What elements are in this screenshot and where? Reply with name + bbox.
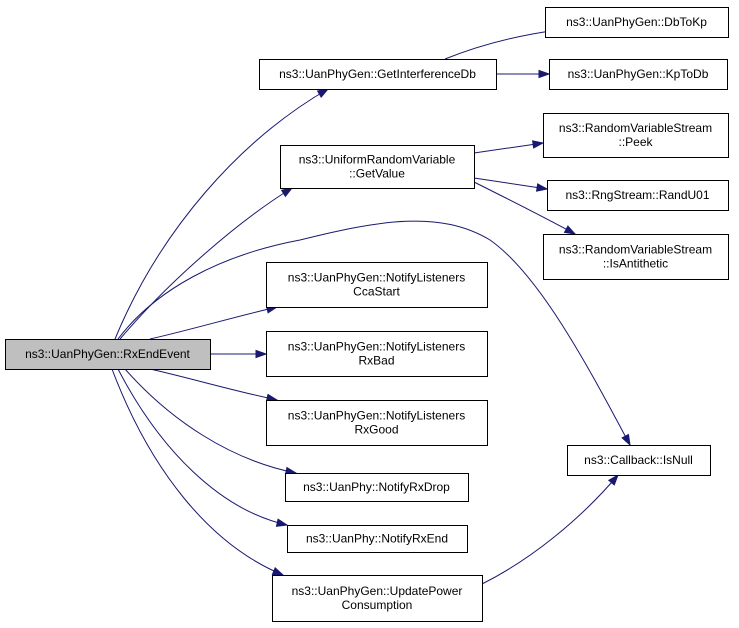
- edge-line: [124, 368, 297, 474]
- edge-line: [473, 142, 544, 154]
- edge-line: [117, 220, 631, 446]
- node-kp-to-db[interactable]: ns3::UanPhyGen::KpToDb: [549, 59, 728, 90]
- node-label: ns3::UanPhyGen::UpdatePower: [292, 584, 463, 598]
- node-label: ns3::UanPhyGen::NotifyListeners: [288, 409, 465, 423]
- node-box: [266, 400, 488, 446]
- node-box: [567, 445, 711, 476]
- arrowhead-icon: [538, 69, 551, 79]
- edge-line: [149, 368, 278, 401]
- edge-line: [481, 474, 619, 585]
- node-box: [259, 59, 497, 90]
- node-box: [266, 262, 488, 308]
- arrowhead-icon: [607, 473, 619, 486]
- node-label: ns3::UanPhyGen::DbToKp: [566, 15, 707, 29]
- node-label: ns3::UanPhy::NotifyRxEnd: [306, 532, 448, 546]
- node-db-to-kp[interactable]: ns3::UanPhyGen::DbToKp: [545, 7, 729, 38]
- node-box: [266, 331, 488, 377]
- edge-line: [114, 88, 329, 340]
- node-label: ::IsAntithetic: [603, 257, 668, 271]
- arrowhead-icon: [535, 183, 549, 192]
- edge-rx-end-event-to-update-power: [111, 368, 285, 576]
- node-box: [5, 339, 211, 370]
- node-label: ns3::UanPhyGen::NotifyListeners: [288, 340, 465, 354]
- node-box: [547, 180, 729, 211]
- node-label: ns3::UanPhyGen::NotifyListeners: [288, 271, 465, 285]
- node-rng-rand-u01[interactable]: ns3::RngStream::RandU01: [547, 180, 729, 211]
- arrowhead-icon: [316, 88, 330, 99]
- node-label: Consumption: [342, 598, 413, 612]
- edge-rx-end-event-to-notify-rx-end: [117, 368, 289, 527]
- node-box: [272, 575, 483, 622]
- node-label: ::Peek: [618, 135, 653, 149]
- edge-rx-end-event-to-notify-rx-good: [149, 368, 279, 403]
- node-box: [543, 234, 729, 280]
- edge-rx-end-event-to-callback-is-null: [117, 220, 631, 447]
- node-box: [285, 473, 469, 502]
- edge-rx-end-event-to-notify-rx-bad: [210, 349, 268, 359]
- node-label: ns3::RngStream::RandU01: [565, 188, 709, 202]
- edge-rx-end-event-to-uniform-get-value: [119, 187, 294, 340]
- node-box: [549, 59, 728, 90]
- edge-uniform-get-value-to-rvs-is-antithetic: [473, 181, 577, 235]
- node-rx-end-event[interactable]: ns3::UanPhyGen::RxEndEvent: [5, 339, 211, 370]
- node-notify-rx-end[interactable]: ns3::UanPhy::NotifyRxEnd: [287, 525, 468, 553]
- node-label: ns3::UanPhyGen::KpToDb: [568, 67, 709, 81]
- node-box: [287, 525, 468, 553]
- node-uniform-get-value[interactable]: ns3::UniformRandomVariable::GetValue: [280, 145, 475, 189]
- node-rvs-peek[interactable]: ns3::RandomVariableStream::Peek: [543, 113, 729, 158]
- edge-line: [119, 187, 293, 340]
- edge-update-power-to-callback-is-null: [481, 473, 619, 585]
- node-label: ns3::Callback::IsNull: [584, 453, 693, 467]
- arrowhead-icon: [621, 433, 631, 447]
- node-rvs-is-antithetic[interactable]: ns3::RandomVariableStream::IsAntithetic: [543, 234, 729, 280]
- arrowhead-icon: [271, 566, 285, 576]
- node-label: ns3::UanPhyGen::GetInterferenceDb: [279, 67, 476, 81]
- edge-get-interference-db-to-db-to-kp: [444, 27, 560, 60]
- arrowhead-icon: [275, 518, 289, 527]
- edge-line: [117, 368, 288, 526]
- arrowhead-icon: [280, 187, 294, 198]
- arrowhead-icon: [531, 140, 545, 149]
- node-label: ns3::UniformRandomVariable: [299, 153, 456, 167]
- node-label: ns3::RandomVariableStream: [559, 121, 712, 135]
- edge-uniform-get-value-to-rng-rand-u01: [473, 177, 549, 192]
- edge-line: [444, 29, 559, 60]
- node-callback-is-null[interactable]: ns3::Callback::IsNull: [567, 445, 711, 476]
- edge-uniform-get-value-to-rvs-peek: [473, 140, 545, 154]
- node-label: ns3::RandomVariableStream: [559, 243, 712, 257]
- edge-line: [473, 181, 576, 235]
- node-box: [545, 7, 729, 38]
- edge-line: [111, 368, 284, 576]
- arrowhead-icon: [563, 225, 577, 235]
- node-label: RxGood: [354, 423, 398, 437]
- nodes-layer: ns3::UanPhyGen::RxEndEventns3::UanPhyGen…: [5, 7, 729, 622]
- edge-rx-end-event-to-notify-cca-start: [149, 305, 279, 340]
- node-label: RxBad: [358, 354, 394, 368]
- node-notify-rx-drop[interactable]: ns3::UanPhy::NotifyRxDrop: [285, 473, 469, 502]
- node-label: ns3::UanPhyGen::RxEndEvent: [25, 347, 190, 361]
- edge-line: [473, 177, 548, 190]
- edge-line: [149, 306, 278, 340]
- edge-get-interference-db-to-kp-to-db: [496, 69, 551, 79]
- node-label: CcaStart: [353, 285, 400, 299]
- node-label: ns3::UanPhy::NotifyRxDrop: [303, 480, 450, 494]
- node-label: ::GetValue: [349, 167, 405, 181]
- arrowhead-icon: [255, 349, 268, 359]
- node-get-interference-db[interactable]: ns3::UanPhyGen::GetInterferenceDb: [259, 59, 497, 90]
- node-box: [280, 145, 475, 189]
- node-box: [543, 113, 729, 158]
